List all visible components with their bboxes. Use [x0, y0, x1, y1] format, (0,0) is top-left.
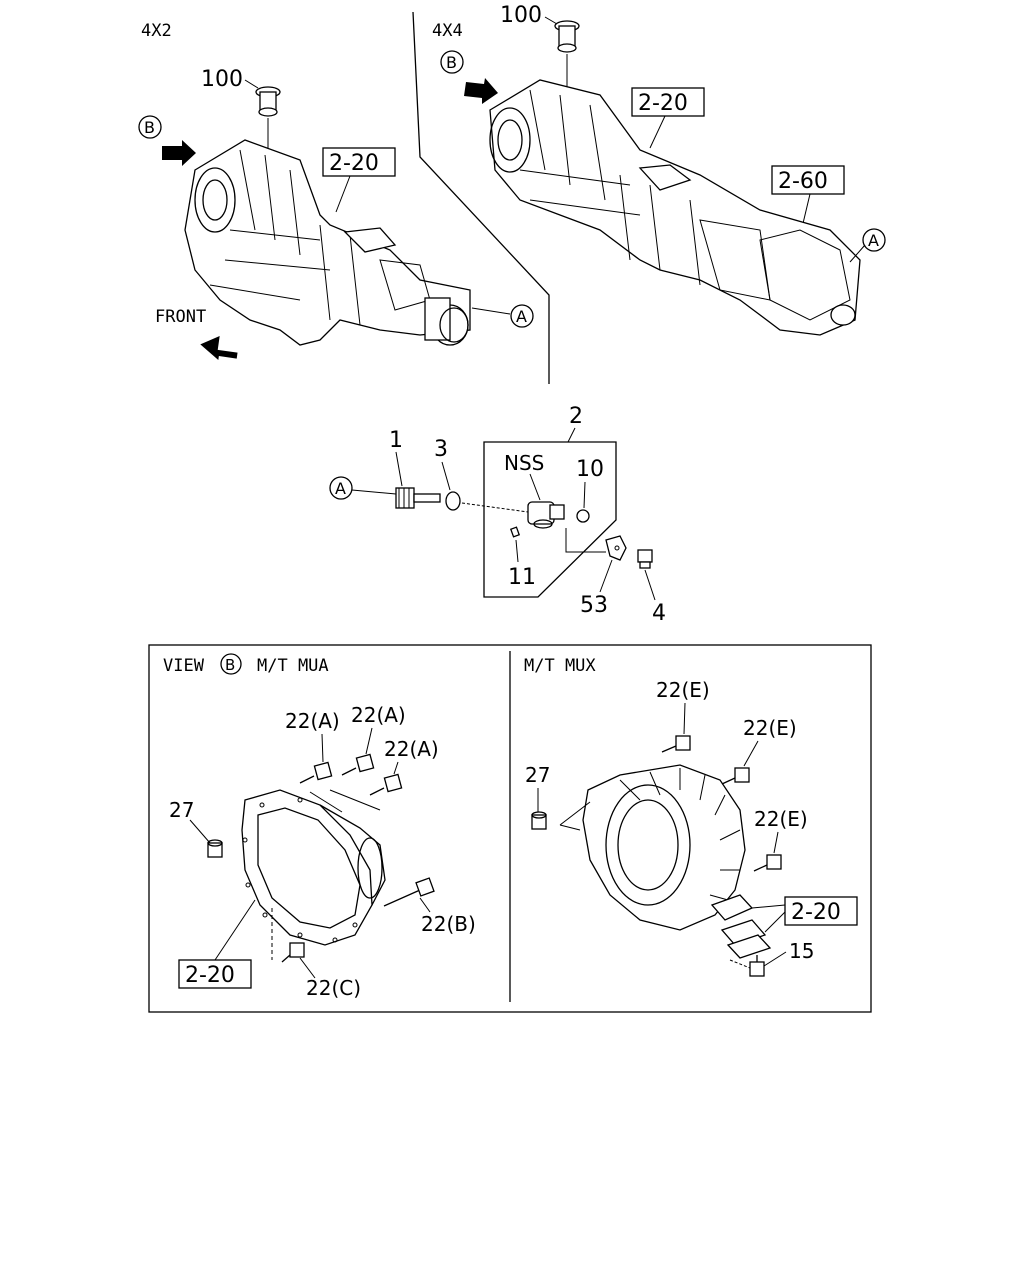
- left-panel-title-suffix: M/T MUA: [257, 656, 329, 676]
- callout-4: 4: [652, 601, 666, 626]
- ref-2-20-right-panel: 2-20: [791, 900, 841, 925]
- callout-22e-1: 22(E): [656, 678, 710, 702]
- view-b-frame: [148, 644, 872, 1013]
- callout-22c: 22(C): [306, 976, 361, 1000]
- callout-2: 2: [569, 404, 583, 429]
- part-1-gear-icon: [395, 487, 441, 509]
- bolt-22e-3-icon: [753, 854, 782, 872]
- callout-10: 10: [576, 457, 604, 482]
- callout-22e-2: 22(E): [743, 716, 797, 740]
- part-100-left-icon: [255, 86, 281, 152]
- bolt-15-icon: [749, 955, 765, 977]
- nut-27-right-icon: [531, 811, 547, 830]
- nut-27-left-icon: [207, 839, 223, 858]
- callout-22b: 22(B): [421, 912, 476, 936]
- nss-sensor-icon: [527, 501, 565, 529]
- transmission-4x2-group: 4X2 100 B 2-20: [138, 21, 534, 361]
- variant-label-4x2: 4X2: [141, 21, 172, 41]
- callout-3: 3: [434, 437, 448, 462]
- part-4-bolt-icon: [637, 549, 653, 569]
- view-a-marker-mid: A: [335, 479, 346, 498]
- callout-27-left: 27: [169, 798, 194, 822]
- left-panel-title-marker: B: [225, 656, 235, 674]
- callout-100-right: 100: [500, 3, 542, 28]
- part-10-nut-icon: [576, 509, 590, 523]
- arrow-b-right-icon: [464, 78, 498, 104]
- view-b-marker-right: B: [446, 53, 457, 72]
- front-label: FRONT: [155, 307, 206, 327]
- part-100-right-icon: [554, 20, 580, 90]
- part-11-pin-icon: [509, 526, 521, 538]
- callout-53: 53: [580, 593, 608, 618]
- right-panel-title: M/T MUX: [524, 656, 596, 676]
- bolt-22c-icon: [281, 942, 305, 963]
- view-a-marker-right: A: [868, 231, 879, 250]
- callout-27-right: 27: [525, 763, 550, 787]
- housing-mua-icon: [241, 789, 386, 946]
- callout-22e-3: 22(E): [754, 807, 808, 831]
- callout-11: 11: [508, 565, 536, 590]
- view-b-marker-left: B: [144, 118, 155, 137]
- arrow-b-left-icon: [162, 140, 196, 166]
- bolt-22a-1-icon: [299, 761, 333, 784]
- transmission-4x4-icon: [489, 79, 861, 336]
- transmission-4x2-icon: [184, 139, 471, 346]
- bolt-22e-1-icon: [661, 735, 691, 753]
- callout-100-left: 100: [201, 67, 243, 92]
- gasket-plate-3-icon: [726, 934, 772, 959]
- housing-mux-icon: [559, 764, 746, 931]
- transmission-4x4-group: 4X4 100 B 2-20 2-60: [432, 3, 886, 336]
- gasket-plate-2-icon: [720, 919, 767, 946]
- part-53-plate-icon: [605, 535, 627, 561]
- part-3-oring-icon: [445, 491, 461, 511]
- callout-22a-2: 22(A): [351, 703, 406, 727]
- ref-2-60: 2-60: [778, 169, 828, 194]
- bolt-22b-icon: [383, 877, 435, 907]
- sensor-assembly-group: 2 NSS 1 A 3 10 11: [329, 404, 666, 626]
- bolt-22a-2-icon: [341, 753, 375, 776]
- view-b-panel: VIEW B M/T MUA M/T MUX 22(A) 22(A) 22(A): [148, 644, 872, 1013]
- left-panel-title: VIEW: [163, 656, 205, 676]
- nss-label: NSS: [504, 451, 544, 475]
- view-a-marker-left: A: [516, 307, 527, 326]
- top-divider: [412, 11, 550, 384]
- front-arrow-icon: [200, 335, 238, 361]
- group-2-bracket: [483, 441, 617, 598]
- variant-label-4x4: 4X4: [432, 21, 463, 41]
- callout-15: 15: [789, 939, 814, 963]
- ref-2-20-left: 2-20: [329, 151, 379, 176]
- ref-2-20-left-panel: 2-20: [185, 963, 235, 988]
- callout-1: 1: [389, 428, 403, 453]
- ref-2-20-right: 2-20: [638, 91, 688, 116]
- callout-22a-3: 22(A): [384, 737, 439, 761]
- callout-22a-1: 22(A): [285, 709, 340, 733]
- bolt-22e-2-icon: [721, 767, 750, 785]
- bolt-22a-3-icon: [369, 773, 403, 796]
